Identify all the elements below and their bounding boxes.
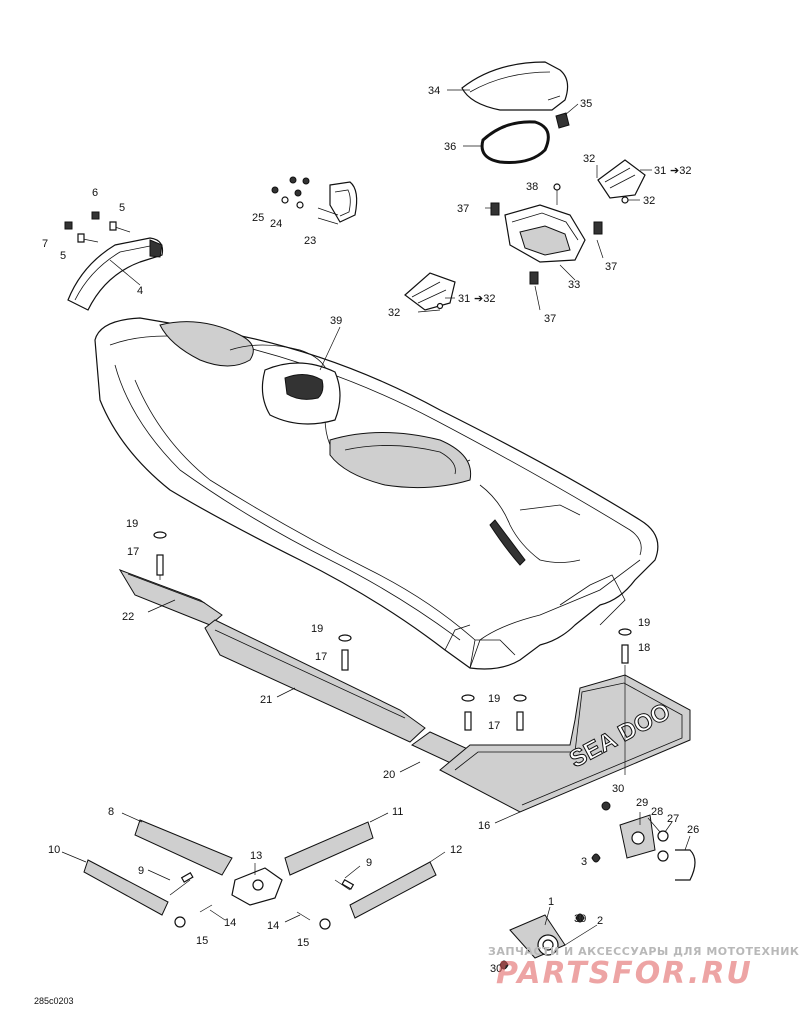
callout-37-right: 37 xyxy=(605,261,617,273)
callout-30-bottom: 30 xyxy=(490,963,502,975)
callout-19-center: 19 xyxy=(488,693,500,705)
watermark-caption: ЗАПЧАСТИ И АКСЕССУАРЫ ДЛЯ МОТОТЕХНИКИ xyxy=(488,945,800,958)
mat-part-22 xyxy=(118,569,223,626)
callout-14-right: 14 xyxy=(267,920,279,932)
callout-33: 33 xyxy=(568,279,580,291)
callout-14-left: 14 xyxy=(224,917,236,929)
callout-labels: 34 35 36 32 31 ➔32 32 38 37 37 37 33 32 … xyxy=(42,85,699,975)
mat-fasteners-17-19 xyxy=(153,531,632,731)
bailer-valve-part-1 xyxy=(499,913,585,970)
callout-7: 7 xyxy=(42,238,48,250)
callout-19-mid: 19 xyxy=(311,623,323,635)
callout-31-upper: 31 xyxy=(654,165,666,177)
clip-part-37a xyxy=(490,202,500,216)
callout-5-upper: 5 xyxy=(119,202,125,214)
callout-9-right: 9 xyxy=(366,857,372,869)
callout-29: 29 xyxy=(636,797,648,809)
vent-cover-upper-part-31 xyxy=(597,159,646,204)
strip-part-10 xyxy=(83,859,169,916)
callout-37-bottom: 37 xyxy=(544,313,556,325)
vent-cover-lower-part-31 xyxy=(404,272,456,311)
callout-36: 36 xyxy=(444,141,456,153)
callout-37-left: 37 xyxy=(457,203,469,215)
sponson-part-8 xyxy=(134,819,233,876)
grab-handle-part-23 xyxy=(271,176,358,225)
callout-30-valve: 30 xyxy=(574,913,586,925)
bracket-part-13 xyxy=(231,867,283,906)
callout-24: 24 xyxy=(270,218,282,230)
callout-3-plate: 3 xyxy=(581,856,587,868)
callout-17-center: 17 xyxy=(488,720,500,732)
watermark: ЗАПЧАСТИ И АКСЕССУАРЫ ДЛЯ МОТОТЕХНИКИ PA… xyxy=(488,945,800,991)
fasteners-5-6-7 xyxy=(64,211,131,243)
callout-5-lower: 5 xyxy=(60,250,66,262)
callout-11: 11 xyxy=(392,806,403,818)
callout-30-plate: 30 xyxy=(612,783,624,795)
callout-20: 20 xyxy=(383,769,395,781)
arrow-ref-upper: ➔32 xyxy=(670,165,691,177)
strip-part-12 xyxy=(349,861,437,919)
sponson-part-11 xyxy=(284,821,374,876)
callout-12: 12 xyxy=(450,844,462,856)
callout-18: 18 xyxy=(638,642,650,654)
callout-32-upper: 32 xyxy=(583,153,595,165)
hinge-part-35 xyxy=(555,112,570,129)
callout-27: 27 xyxy=(667,813,679,825)
callout-2: 2 xyxy=(597,915,603,927)
callout-22: 22 xyxy=(122,611,134,623)
callout-13: 13 xyxy=(250,850,262,862)
clip-part-37c xyxy=(529,271,539,285)
leader-lines xyxy=(61,89,691,946)
tow-plate-assembly xyxy=(591,801,696,881)
callout-9-left: 9 xyxy=(138,865,144,877)
callout-32-lower: 32 xyxy=(388,307,400,319)
hull-body xyxy=(94,317,659,670)
callout-17-left: 17 xyxy=(127,546,139,558)
callout-31-lower: 31 xyxy=(458,293,470,305)
callout-8: 8 xyxy=(108,806,114,818)
callout-39: 39 xyxy=(330,315,342,327)
callout-10: 10 xyxy=(48,844,60,856)
callout-19-right: 19 xyxy=(638,617,650,629)
callout-25: 25 xyxy=(252,212,264,224)
callout-38: 38 xyxy=(526,181,538,193)
watermark-site-logo: PARTSFOR.RU xyxy=(496,956,753,991)
callout-32-right: 32 xyxy=(643,195,655,207)
callout-6: 6 xyxy=(92,187,98,199)
callout-34: 34 xyxy=(428,85,440,97)
callout-16: 16 xyxy=(478,820,490,832)
clip-part-37b xyxy=(593,221,603,235)
callout-35: 35 xyxy=(580,98,592,110)
arrow-ref-lower: ➔32 xyxy=(474,293,495,305)
rub-rail-part-4 xyxy=(67,237,164,311)
callout-1: 1 xyxy=(548,896,554,908)
storage-lid-part-34 xyxy=(461,61,569,111)
drawing-code: 285c0203 xyxy=(34,996,74,1006)
callout-15-right: 15 xyxy=(297,937,309,949)
callout-28: 28 xyxy=(651,806,663,818)
callout-21: 21 xyxy=(260,694,272,706)
gasket-part-36 xyxy=(480,120,550,164)
callout-4: 4 xyxy=(137,285,143,297)
callout-26: 26 xyxy=(687,824,699,836)
callout-17-mid: 17 xyxy=(315,651,327,663)
fasteners-9-14-15 xyxy=(169,871,355,930)
callout-23: 23 xyxy=(304,235,316,247)
callout-15-left: 15 xyxy=(196,935,208,947)
mat-part-16: SEA DOO xyxy=(439,674,691,813)
mat-part-21 xyxy=(204,619,426,743)
callout-19-left: 19 xyxy=(126,518,138,530)
storage-bin-part-33 xyxy=(504,183,586,263)
